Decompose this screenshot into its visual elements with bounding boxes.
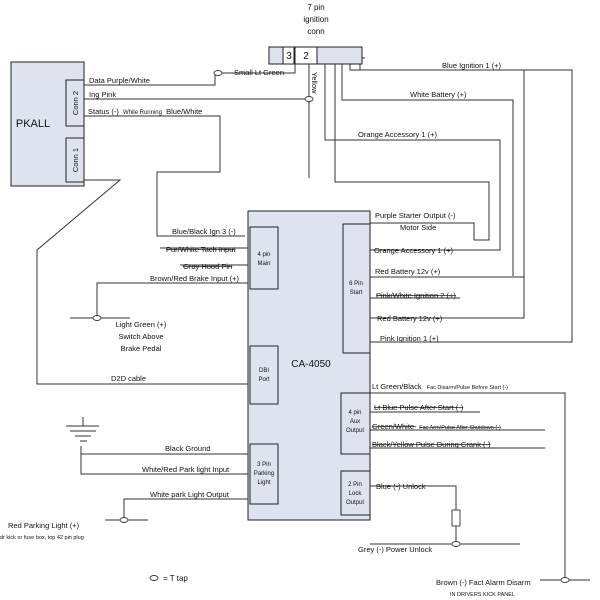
parking-port-line1: 3 Pin (257, 462, 271, 468)
label-status: Status (-) While Running Blue/White (88, 107, 202, 116)
label-orange-accessory-top: Orange Accessory 1 (+) (358, 130, 437, 139)
connector-pin-2: 2 (303, 51, 309, 62)
label-green-white: Green/White Fac Arm/Pulse After Shutdown… (372, 422, 501, 431)
label-black-yellow: Black/Yellow Pulse During Crank (-) (372, 440, 491, 449)
start-port-line2: Start (350, 290, 363, 296)
label-light-green-2: Switch Above (118, 332, 163, 341)
t-tap-small-lt-green (213, 70, 223, 76)
label-gray-hood: Gray Hood Pin (183, 262, 232, 271)
pkall-label: PKALL (16, 118, 50, 130)
aux-port-line1: 4 pin (348, 410, 361, 416)
label-lt-blue-pulse: Lt Blue Pulse After Start (-) (374, 403, 464, 412)
lock-port-line3: Output (346, 500, 364, 506)
pkall-conn2: Conn 2 (71, 91, 80, 115)
label-yellow: Yellow (310, 72, 319, 94)
label-grey-power-unlock: Grey (-) Power Unlock (358, 545, 432, 554)
t-taps (92, 70, 570, 583)
label-brown-red-brake: Brown/Red Brake Input (+) (150, 274, 240, 283)
lock-port-line1: 2 Pin (348, 482, 362, 488)
connector-title-2: ignition (303, 15, 328, 24)
t-tap-pink-ignition (304, 96, 314, 102)
dbi-port-line1: DBI (259, 368, 269, 374)
aux-port-line2: Aux (350, 419, 360, 425)
label-pink-white-ign2: Pink/White Ignition 2 (+) (376, 291, 456, 300)
t-tap-power-unlock (451, 541, 461, 547)
pkall-conn1: Conn 1 (71, 148, 80, 172)
aux-port-line3: Output (346, 428, 364, 434)
parking-port-line2: Parking (254, 471, 274, 477)
label-light-green-1: Light Green (+) (116, 320, 167, 329)
label-d2d-cable: D2D cable (111, 374, 146, 383)
label-blue-unlock: Blue (-) Unlock (376, 482, 426, 491)
module-name: CA-4050 (291, 359, 331, 370)
parking-port-line3: Light (257, 480, 270, 486)
label-purple-starter-2: Motor Side (400, 223, 436, 232)
connector-title-1: 7 pin (307, 3, 324, 12)
lock-port-line2: Lock (349, 491, 363, 497)
label-brown-fact-1: Brown (-) Fact Alarm Disarm (436, 578, 531, 587)
t-tap-brake (92, 315, 102, 321)
label-red-parking-1: Red Parking Light (+) (8, 521, 80, 530)
label-light-green-3: Brake Pedal (121, 344, 162, 353)
label-pink-ignition-1: Pink Ignition 1 (+) (380, 334, 439, 343)
dbi-port-line2: Port (258, 377, 269, 383)
t-tap-parking (119, 517, 129, 523)
ca-4050-module: CA-4050 4 pin Main DBI Port 3 Pin Parkin… (247, 210, 371, 521)
start-port-line1: 6 Pin (349, 281, 363, 287)
label-white-battery: White Battery (+) (410, 90, 467, 99)
label-ing-pink: Ing Pink (89, 90, 116, 99)
t-tap-fact-alarm (560, 577, 570, 583)
main-port-line1: 4 pin (257, 252, 270, 258)
seven-pin-connector: 7 pin ignition conn 3 2 (268, 3, 363, 65)
label-orange-acc: Orange Accessory 1 (+) (374, 246, 453, 255)
label-small-lt-green: Small Lt Green (234, 68, 284, 77)
t-tap-legend-symbol (149, 575, 159, 581)
label-blue-ignition: Blue Ignition 1 (+) (442, 61, 501, 70)
label-ltgreen-black: Lt Green/Black Fac Disarm/Pulse Before S… (372, 382, 508, 391)
label-white-park-output: White park Light Output (150, 490, 230, 499)
label-pur-white-tach: Pur/White Tach Input (166, 245, 236, 254)
pkall-module: PKALL Conn 2 Conn 1 (10, 61, 85, 187)
label-black-ground: Black Ground (165, 444, 210, 453)
label-red-battery-2: Red Battery 12v (+) (377, 314, 443, 323)
connector-pin-3: 3 (286, 51, 292, 62)
label-brown-fact-2: IN DRIVERS KICK PANEL (450, 592, 515, 598)
label-red-parking-2: dr kick or fuse box, top 42 pin plug (0, 535, 84, 541)
label-data-purple-white: Data Purple/White (89, 76, 150, 85)
label-red-battery-1: Red Battery 12v (+) (375, 267, 441, 276)
connector-title-3: conn (307, 27, 324, 36)
main-port-line2: Main (257, 261, 270, 267)
label-purple-starter-1: Purple Starter Output (-) (375, 211, 456, 220)
legend-t-tap: = T tap (163, 574, 188, 583)
label-blue-black: Blue/Black Ign 3 (-) (172, 227, 236, 236)
label-white-red-park: White/Red Park light Input (142, 465, 230, 474)
